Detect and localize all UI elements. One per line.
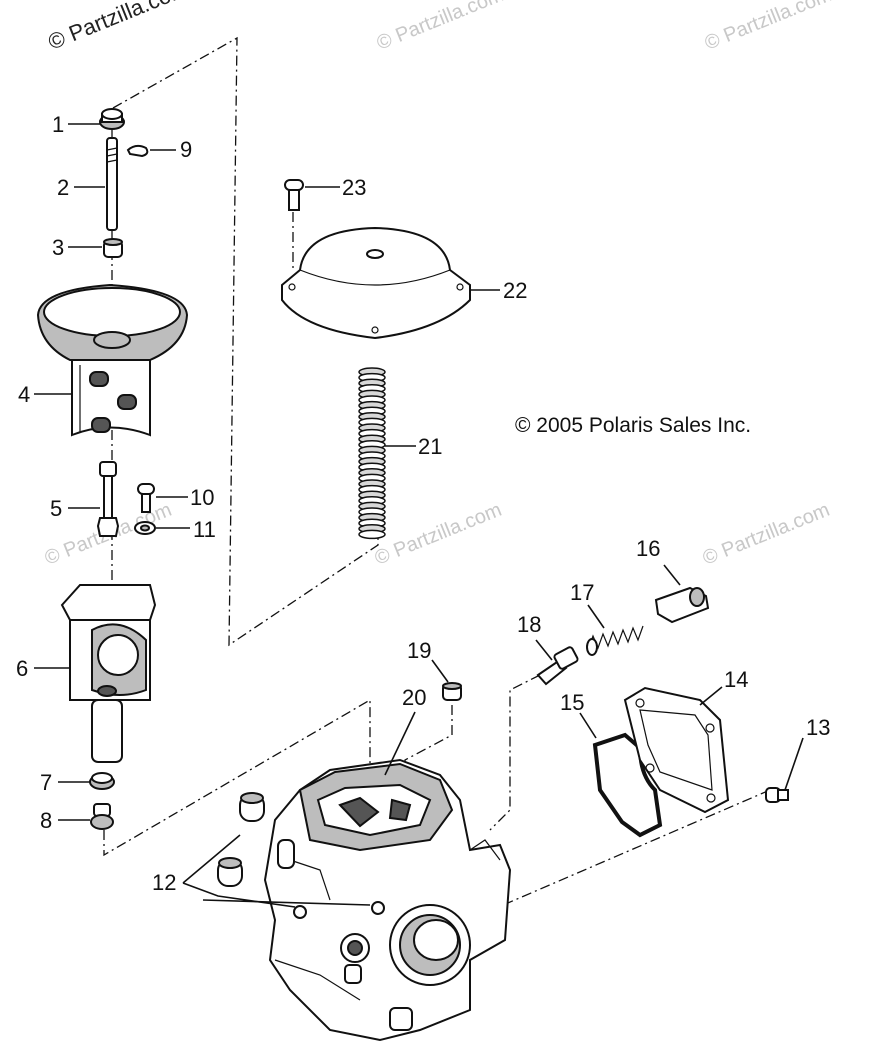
callout-15: 15 bbox=[560, 690, 584, 715]
part-16-plug bbox=[654, 586, 710, 624]
part-12-dowels bbox=[217, 792, 265, 887]
callout-22: 22 bbox=[503, 278, 527, 303]
callout-1: 1 bbox=[52, 112, 64, 137]
part-8-jet bbox=[90, 803, 114, 830]
part-10-screw bbox=[137, 483, 155, 513]
watermark: © Partzilla.com bbox=[700, 499, 833, 570]
callout-11: 11 bbox=[193, 517, 216, 542]
callout-3: 3 bbox=[52, 235, 64, 260]
part-18-screw bbox=[536, 646, 579, 686]
watermark: © Partzilla.com bbox=[372, 499, 505, 570]
copyright-text: © 2005 Polaris Sales Inc. bbox=[515, 414, 751, 437]
part-20-carburetor-body bbox=[263, 758, 512, 1042]
part-7-seal bbox=[89, 772, 115, 790]
callout-21: 21 bbox=[418, 434, 442, 459]
watermark: © Partzilla.com bbox=[374, 0, 507, 55]
callout-2: 2 bbox=[57, 175, 69, 200]
part-17-spring bbox=[586, 625, 644, 656]
callout-13: 13 bbox=[806, 715, 830, 740]
part-19-plug bbox=[442, 682, 462, 701]
callout-18: 18 bbox=[517, 612, 541, 637]
watermark: © Partzilla.com bbox=[702, 0, 835, 55]
part-13-screw bbox=[765, 787, 789, 803]
callout-9: 9 bbox=[180, 137, 192, 162]
part-9-clip bbox=[126, 144, 149, 158]
callout-14: 14 bbox=[724, 667, 748, 692]
part-11-washer bbox=[134, 521, 156, 535]
callout-6: 6 bbox=[16, 656, 28, 681]
part-22-cover bbox=[281, 226, 471, 340]
callout-4: 4 bbox=[18, 382, 30, 407]
part-4-diaphragm-slide bbox=[36, 283, 189, 437]
part-23-screw bbox=[284, 179, 304, 211]
callout-23: 23 bbox=[342, 175, 366, 200]
callout-7: 7 bbox=[40, 770, 52, 795]
part-2-needle bbox=[106, 137, 118, 231]
part-1-nut bbox=[99, 108, 125, 130]
part-5-holder bbox=[96, 461, 120, 537]
watermark-corner: © Partzilla.com bbox=[45, 0, 192, 55]
callout-12: 12 bbox=[152, 870, 176, 895]
callout-10: 10 bbox=[190, 485, 214, 510]
callout-20: 20 bbox=[402, 685, 426, 710]
part-14-cover bbox=[623, 686, 730, 814]
spring-coil bbox=[358, 529, 386, 540]
callout-19: 19 bbox=[407, 638, 431, 663]
callout-16: 16 bbox=[636, 536, 660, 561]
part-6-slide-body bbox=[60, 584, 157, 763]
callout-5: 5 bbox=[50, 496, 62, 521]
leader-lines bbox=[34, 123, 804, 908]
part-21-spring bbox=[358, 367, 386, 540]
callout-8: 8 bbox=[40, 808, 52, 833]
callout-labels: 1 2 3 4 5 6 7 8 9 10 11 12 13 14 15 16 1… bbox=[16, 112, 830, 895]
callout-17: 17 bbox=[570, 580, 594, 605]
part-3-spacer bbox=[103, 238, 123, 258]
